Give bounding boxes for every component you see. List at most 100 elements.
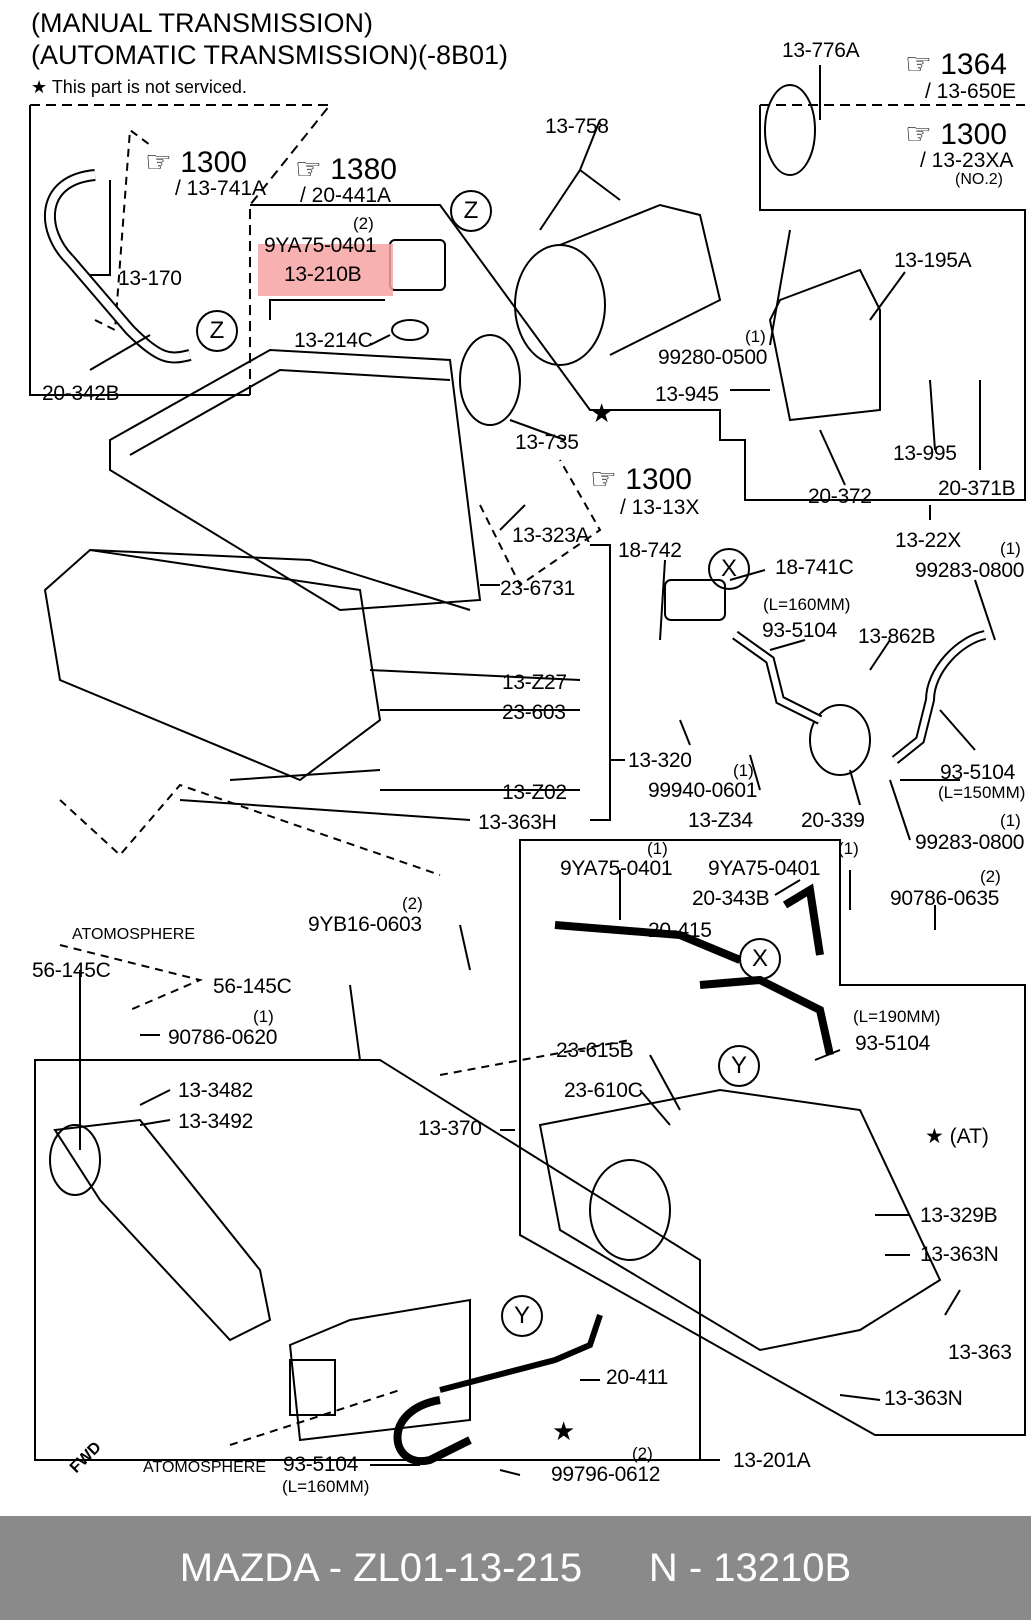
note-l160-a: (L=160MM)	[763, 595, 851, 614]
marker-y-1: Y	[718, 1045, 760, 1087]
label-13-323a: 13-323A	[512, 524, 590, 547]
label-99283-0800-a: 99283-0800	[915, 559, 1025, 582]
label-18-741c: 18-741C	[775, 556, 854, 579]
header-line-2: (AUTOMATIC TRANSMISSION)(-8B01)	[31, 40, 509, 70]
label-13-22x: 13-22X	[895, 529, 961, 552]
label-13-329b: 13-329B	[920, 1204, 998, 1227]
footer-code: N - 13210B	[648, 1545, 852, 1590]
label-13-862b: 13-862B	[858, 625, 936, 648]
note-star-2: ★	[590, 398, 614, 428]
marker-y-2: Y	[501, 1295, 543, 1337]
diagram-line-art	[29, 65, 1026, 1476]
label-20-371b: 20-371B	[938, 477, 1016, 500]
qty-9ya75-top: (2)	[353, 214, 374, 233]
label-23-603: 23-603	[502, 701, 566, 724]
qty-99796: (2)	[632, 1444, 653, 1463]
ref-1380-sub: / 20-441A	[300, 184, 392, 207]
qty-90786-0620: (1)	[253, 1007, 274, 1026]
label-18-742: 18-742	[618, 539, 682, 562]
label-13-170: 13-170	[118, 267, 182, 290]
label-9ya75-0401-top: 9YA75-0401	[264, 234, 377, 257]
label-9ya75-0401-r: 9YA75-0401	[708, 857, 821, 880]
label-9yb16-0603: 9YB16-0603	[308, 913, 422, 936]
qty-99280: (1)	[745, 327, 766, 346]
qty-9ya75-l: (1)	[647, 839, 668, 858]
label-23-615b: 23-615B	[556, 1039, 634, 1062]
label-99283-0800-b: 99283-0800	[915, 831, 1025, 854]
label-13-945: 13-945	[655, 383, 719, 406]
footer-part-number: MAZDA - ZL01-13-215	[179, 1545, 583, 1590]
ref-1300-c: ☞ 1300	[590, 463, 692, 496]
ref-1300-a-sub: / 13-741A	[175, 177, 267, 200]
marker-x-2: X	[739, 938, 781, 980]
label-13-776a: 13-776A	[782, 39, 860, 62]
label-13-363n-b: 13-363N	[884, 1387, 963, 1410]
label-20-342b: 20-342B	[42, 382, 120, 405]
label-99796-0612: 99796-0612	[551, 1463, 661, 1486]
label-99940-0601: 99940-0601	[648, 779, 758, 802]
note-at: ★ (AT)	[925, 1125, 989, 1148]
label-23-6731: 23-6731	[500, 577, 575, 600]
highlight-13-210b	[258, 244, 393, 296]
label-13-370: 13-370	[418, 1117, 482, 1140]
qty-99283-a: (1)	[1000, 539, 1021, 558]
qty-99283-b: (1)	[1000, 811, 1021, 830]
ref-1300-a: ☞ 1300	[145, 146, 247, 179]
label-20-343b: 20-343B	[692, 887, 770, 910]
label-56-145c-b: 56-145C	[213, 975, 292, 998]
label-93-5104-b: 93-5104	[940, 761, 1015, 784]
label-93-5104-d: 93-5104	[283, 1453, 358, 1476]
note-star-1: ★	[552, 1416, 576, 1446]
ref-1380: ☞ 1380	[295, 153, 397, 186]
label-20-372: 20-372	[808, 485, 872, 508]
label-13-z27: 13-Z27	[502, 671, 567, 694]
note-l190: (L=190MM)	[853, 1007, 941, 1026]
label-13-z34: 13-Z34	[688, 809, 753, 832]
ref-1300-c-sub: / 13-13X	[620, 496, 700, 519]
qty-99940: (1)	[733, 761, 754, 780]
marker-z-2: Z	[450, 190, 492, 232]
label-20-415: 20-415	[648, 919, 712, 942]
label-99280-0500: 99280-0500	[658, 346, 768, 369]
note-l150: (L=150MM)	[938, 783, 1026, 802]
ref-1300-b-extra: (NO.2)	[955, 171, 1003, 188]
note-atmosphere-2: ATOMOSPHERE	[143, 1459, 266, 1476]
label-93-5104-c: 93-5104	[855, 1032, 930, 1055]
qty-9ya75-r: (1)	[838, 839, 859, 858]
note-atmosphere-1: ATOMOSPHERE	[72, 926, 195, 943]
label-90786-0620: 90786-0620	[168, 1026, 278, 1049]
ref-1300-b: ☞ 1300	[905, 118, 1007, 151]
marker-x-1: X	[708, 548, 750, 590]
ref-1364: ☞ 1364	[905, 48, 1007, 81]
label-13-320: 13-320	[628, 749, 692, 772]
label-13-3492: 13-3492	[178, 1110, 253, 1133]
label-20-411: 20-411	[606, 1366, 669, 1389]
label-13-214c: 13-214C	[294, 329, 373, 352]
label-13-210b: 13-210B	[284, 263, 362, 286]
label-23-610c: 23-610C	[564, 1079, 643, 1102]
label-13-3482: 13-3482	[178, 1079, 253, 1102]
label-13-758: 13-758	[545, 115, 609, 138]
label-90786-0635: 90786-0635	[890, 887, 1000, 910]
parts-diagram: (MANUAL TRANSMISSION) (AUTOMATIC TRANSMI…	[29, 10, 1026, 1496]
label-9ya75-0401-l: 9YA75-0401	[560, 857, 673, 880]
note-l160-b: (L=160MM)	[282, 1477, 370, 1496]
qty-9yb16: (2)	[402, 894, 423, 913]
marker-z-1: Z	[196, 310, 238, 352]
footer-bar: MAZDA - ZL01-13-215 N - 13210B	[0, 1516, 1031, 1620]
ref-1364-sub: / 13-650E	[925, 80, 1017, 103]
label-93-5104-a: 93-5104	[762, 619, 837, 642]
label-56-145c-a: 56-145C	[32, 959, 111, 982]
label-13-201a: 13-201A	[733, 1449, 811, 1472]
header-note: ★ This part is not serviced.	[31, 77, 247, 97]
label-13-195a: 13-195A	[894, 249, 972, 272]
label-13-z02: 13-Z02	[502, 781, 567, 804]
label-13-995: 13-995	[893, 442, 957, 465]
footer-spacer	[582, 1546, 649, 1591]
label-20-339: 20-339	[801, 809, 865, 832]
label-13-735: 13-735	[515, 431, 579, 454]
label-13-363n-a: 13-363N	[920, 1243, 999, 1266]
label-13-363h: 13-363H	[478, 811, 557, 834]
qty-90786-0635: (2)	[980, 867, 1001, 886]
label-13-363: 13-363	[948, 1341, 1012, 1364]
